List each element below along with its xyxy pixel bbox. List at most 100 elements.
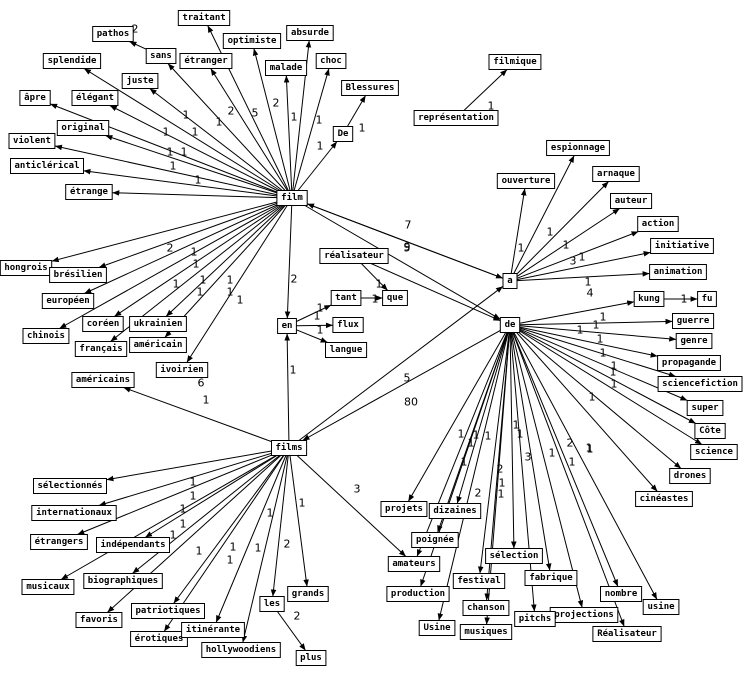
node-label: âpre: [24, 93, 46, 103]
edge-de-sciencefiction: [519, 327, 676, 378]
edge-de-projections: [511, 332, 584, 608]
node-box: [669, 468, 711, 484]
edge-weight-label: 1: [200, 274, 207, 287]
node-label: arnaque: [597, 169, 636, 179]
node-box: [121, 73, 159, 89]
node-box: [31, 505, 117, 521]
edge-weight-label: 1: [227, 274, 234, 287]
node-label: étrange: [70, 186, 109, 197]
edge-representation-filmique: [463, 69, 508, 111]
edge-weight-label: 1: [190, 476, 197, 489]
node-label: dizaines: [433, 505, 476, 516]
edge-film-ukrainien: [165, 205, 285, 317]
edge-De-blessures: [346, 95, 367, 127]
node-label: science: [695, 446, 734, 457]
edge-weight-label: 1: [610, 366, 617, 379]
node-box: [22, 328, 70, 344]
node-box: [315, 53, 347, 69]
edge-film-hongrois: [51, 201, 278, 263]
edge-weight-label: 1: [611, 360, 618, 373]
edge-de-genre: [519, 325, 677, 342]
node-box: [418, 620, 456, 636]
node-box: [499, 317, 521, 333]
edge-weight-label: 1: [190, 490, 197, 503]
node-box: [592, 626, 662, 642]
node-label: animation: [654, 266, 703, 277]
node-box: [332, 126, 354, 142]
node-label: poignée: [416, 534, 455, 545]
node-box: [387, 556, 441, 572]
node-violent: violent: [8, 133, 56, 149]
node-selection: sélection: [485, 548, 543, 564]
node-plus: plus: [295, 650, 327, 666]
node-musiques: musiques: [459, 624, 513, 640]
node-espionnage: espionnage: [546, 140, 610, 156]
node-label: nombre: [605, 589, 638, 599]
edge-de-selection: [509, 332, 517, 549]
node-label: splendide: [48, 55, 97, 66]
edge-de-drones: [518, 332, 682, 469]
node-sans: sans: [145, 48, 177, 64]
edge-film-etranger: [210, 68, 288, 191]
edge-weight-label: 2: [475, 487, 482, 500]
node-box: [330, 290, 362, 306]
edge-weight-label: 1: [291, 111, 298, 124]
node-propagande: propagande: [657, 355, 721, 371]
node-filmique: filmique: [488, 54, 542, 70]
edge-films-itinerante: [215, 455, 287, 623]
node-label: hollywoodiens: [206, 644, 276, 655]
edge-film-violent: [54, 144, 278, 196]
edge-weight-label: 1: [183, 109, 190, 122]
edge-weight-label: 1: [191, 246, 198, 259]
edge-film-chinois: [59, 205, 279, 329]
node-label: américains: [76, 374, 130, 385]
node-box: [33, 478, 107, 494]
edge-de-amateurs: [416, 332, 508, 557]
edge-films-patriotiques: [173, 455, 284, 604]
node-itinerante: itinérante: [181, 622, 245, 638]
node-arnaque: arnaque: [592, 166, 640, 182]
node-bresilien: brésilien: [49, 267, 107, 283]
node-label: plus: [300, 653, 322, 663]
edge-weight-label: 1: [196, 545, 203, 558]
edge-weight-label: 2: [228, 105, 235, 118]
edge-weight-label: 1: [485, 430, 492, 443]
node-label: initiative: [655, 240, 710, 251]
node-etrange: étrange: [65, 184, 113, 200]
node-label: ivoirien: [160, 364, 203, 375]
node-label: kung: [638, 294, 660, 304]
node-independants: indépendants: [96, 537, 170, 553]
node-francais: français: [74, 341, 128, 357]
node-a: a: [502, 273, 518, 289]
edge-films-musicaux: [60, 455, 277, 580]
node-box: [686, 400, 724, 416]
edge-weight-label: 1: [317, 302, 324, 315]
node-americains: américains: [71, 372, 135, 388]
node-box: [642, 599, 680, 615]
node-box: [96, 537, 170, 553]
edge-weight-label: 2: [294, 610, 301, 623]
edge-film-original: [105, 135, 278, 194]
node-langue: langue: [325, 342, 368, 358]
edge-weight-label: 5: [252, 107, 259, 120]
node-anticlerical: anticlérical: [10, 158, 84, 174]
node-label: usine: [647, 601, 675, 612]
node-label: anticlérical: [14, 160, 79, 171]
node-Realisateur: Réalisateur: [592, 626, 662, 642]
node-chanson: chanson: [462, 600, 510, 616]
node-label: juste: [126, 75, 154, 86]
node-box: [177, 10, 231, 26]
edge-films-selectionnes: [106, 450, 272, 482]
edge-film-choc: [293, 68, 330, 191]
edge-weight-label: 1: [513, 419, 520, 432]
node-box: [130, 631, 188, 647]
node-label: fabrique: [529, 572, 573, 583]
node-box: [271, 440, 308, 456]
node-box: [83, 573, 163, 589]
node-label: représentation: [418, 112, 494, 123]
node-De: De: [332, 126, 354, 142]
node-label: action: [642, 218, 675, 229]
edge-film-anticlerical: [83, 168, 277, 197]
node-box: [129, 316, 187, 332]
node-usine: usine: [642, 599, 680, 615]
